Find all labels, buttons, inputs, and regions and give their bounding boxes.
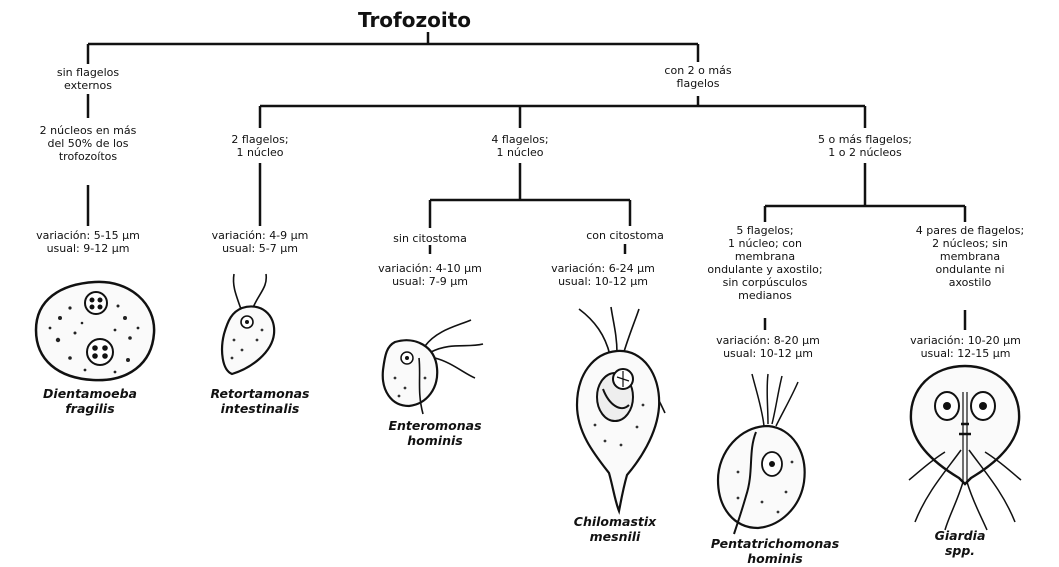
retortamonas-name: Retortamonas intestinalis xyxy=(185,386,335,416)
giardia-name: Giardia spp. xyxy=(915,528,1005,558)
giardia-criterion: 4 pares de flagelos; 2 núcleos; sin memb… xyxy=(885,224,1055,289)
retortamonas-illustration xyxy=(212,270,292,382)
dientamoeba-criterion: 2 núcleos en más del 50% de los trofozoí… xyxy=(18,124,158,163)
enteromonas-name: Enteromonas hominis xyxy=(360,418,510,448)
five-flagella-criterion: 5 o más flagelos; 1 o 2 núcleos xyxy=(790,133,940,159)
pentatrichomonas-name: Pentatrichomonas hominis xyxy=(690,536,860,566)
giardia-illustration xyxy=(905,362,1025,532)
chilomastix-size: variación: 6-24 µm usual: 10-12 µm xyxy=(518,262,688,288)
retortamonas-size: variación: 4-9 µm usual: 5-7 µm xyxy=(180,229,340,255)
branch-flagella: con 2 o más flagelos xyxy=(638,64,758,90)
chilomastix-name: Chilomastix mesnili xyxy=(550,514,680,544)
pentatrichomonas-size: variación: 8-20 µm usual: 10-12 µm xyxy=(683,334,853,360)
giardia-size: variación: 10-20 µm usual: 12-15 µm xyxy=(878,334,1053,360)
chilomastix-criterion: con citostoma xyxy=(560,229,690,242)
dientamoeba-name: Dientamoeba fragilis xyxy=(20,386,160,416)
chilomastix-illustration xyxy=(565,305,675,515)
pentatrichomonas-illustration xyxy=(708,372,818,538)
pentatrichomonas-criterion: 5 flagelos; 1 núcleo; con membrana ondul… xyxy=(680,224,850,302)
dientamoeba-size: variación: 5-15 µm usual: 9-12 µm xyxy=(8,229,168,255)
dientamoeba-illustration xyxy=(30,278,160,384)
enteromonas-size: variación: 4-10 µm usual: 7-9 µm xyxy=(345,262,515,288)
four-flagella-criterion: 4 flagelos; 1 núcleo xyxy=(460,133,580,159)
retortamonas-criterion: 2 flagelos; 1 núcleo xyxy=(200,133,320,159)
enteromonas-illustration xyxy=(375,318,495,418)
enteromonas-criterion: sin citostoma xyxy=(370,232,490,245)
branch-no-flagella: sin flagelos externos xyxy=(28,66,148,92)
diagram-title: Trofozoito xyxy=(358,8,471,32)
